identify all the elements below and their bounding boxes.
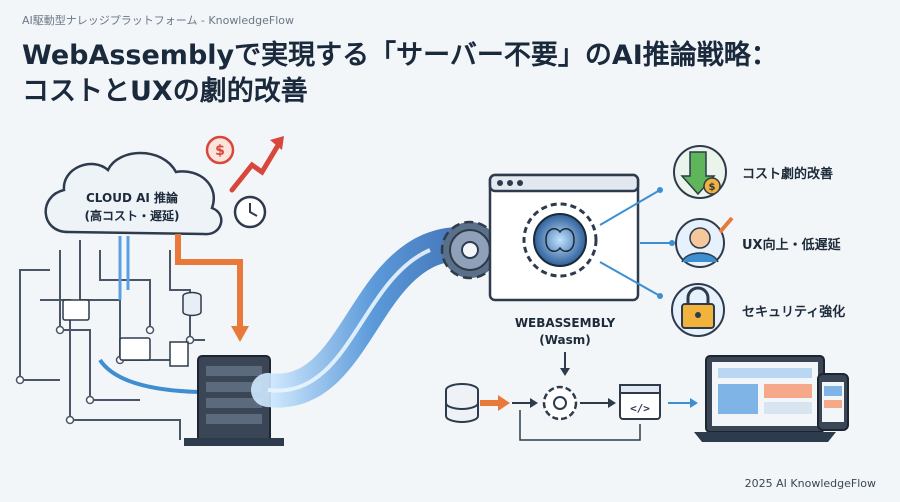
svg-text:$: $: [709, 182, 716, 193]
svg-text:</>: </>: [630, 402, 650, 415]
benefit-security: セキュリティ強化: [742, 305, 846, 320]
document-icon: [169, 341, 189, 367]
wasm-label-line-2: (Wasm): [539, 333, 591, 347]
cloud-icon: [44, 151, 223, 236]
phone-icon: [817, 373, 849, 431]
cost-down-icon: $: [673, 145, 727, 199]
cloud-label-line-1: CLOUD AI 推論: [86, 190, 179, 205]
clock-icon: [233, 195, 267, 229]
blue-flow-arrow: [98, 358, 201, 394]
lock-icon: [671, 283, 725, 337]
orange-flow-arrow: [175, 234, 243, 330]
page-title: WebAssemblyで実現する「サーバー不要」のAI推論戦略： コストとUXの…: [22, 38, 882, 110]
cloud-label-line-2: (高コスト・遅延): [85, 208, 180, 223]
laptop-icon: [694, 355, 836, 442]
database-icon: [445, 383, 479, 423]
cost-up-arrow-icon: [229, 139, 283, 193]
wasm-label-line-1: WEBASSEMBLY: [515, 316, 616, 330]
code-window-icon-2: </>: [619, 384, 661, 420]
benefit-cost: コスト劇的改善: [742, 167, 834, 182]
code-window-icon: [119, 337, 151, 361]
happy-user-icon: [675, 216, 734, 268]
gear-icon: [440, 220, 500, 280]
svg-text:$: $: [215, 143, 225, 159]
small-gear-icon: [542, 385, 578, 421]
chip-icon: [62, 299, 90, 321]
server-icon: [184, 355, 284, 446]
database-small-icon: [182, 291, 202, 317]
data-beams: [118, 236, 130, 300]
benefit-ux: UX向上・低遅延: [742, 238, 841, 253]
ai-brain-icon: [522, 202, 598, 278]
circuit-nodes: [15, 325, 195, 425]
circuit-lines: [19, 240, 205, 440]
eyebrow: AI駆動型ナレッジプラットフォーム - KnowledgeFlow: [22, 14, 294, 27]
benefit-connectors: [599, 189, 672, 297]
title-line-2: コストとUXの劇的改善: [22, 76, 308, 107]
title-line-1: WebAssemblyで実現する「サーバー不要」のAI推論戦略：: [22, 40, 778, 71]
dollar-coin-icon: $: [205, 135, 235, 165]
footer-credit: 2025 AI KnowledgeFlow: [744, 477, 876, 490]
